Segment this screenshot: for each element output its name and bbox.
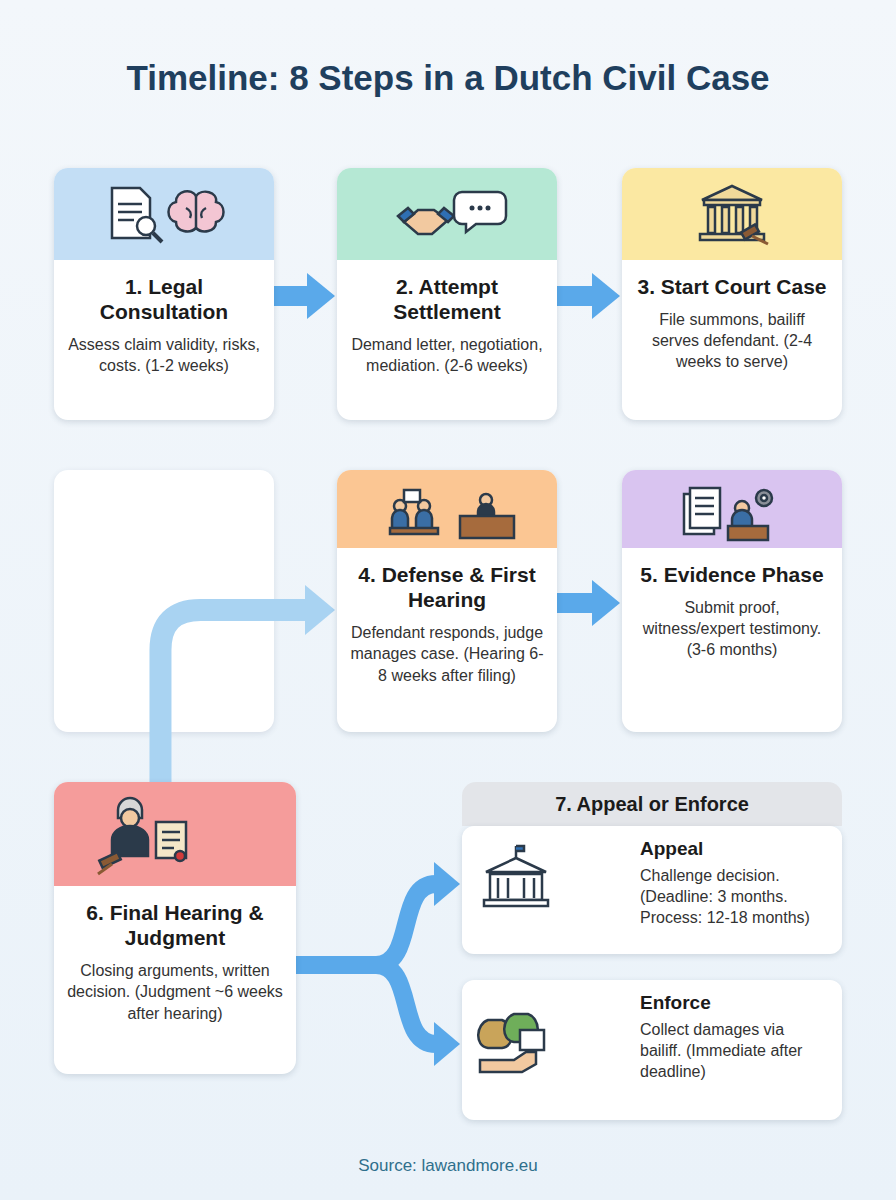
step-card: 1. Legal ConsultationAssess claim validi… bbox=[54, 168, 274, 420]
flow-arrow bbox=[274, 273, 335, 319]
card-header bbox=[622, 470, 842, 548]
arrow-head bbox=[307, 273, 335, 319]
arrow-head bbox=[434, 862, 460, 906]
document-icon bbox=[112, 188, 162, 242]
option-title: Enforce bbox=[640, 992, 830, 1015]
arrow-line bbox=[160, 610, 307, 782]
gavel-icon bbox=[741, 225, 768, 244]
step-description: Defendant responds, judge manages case. … bbox=[349, 622, 545, 685]
diagram-title: Timeline: 8 Steps in a Dutch Civil Case bbox=[0, 58, 896, 98]
card-header bbox=[337, 168, 557, 260]
group-title: 7. Appeal or Enforce bbox=[555, 793, 749, 816]
step-card: 6. Final Hearing & JudgmentClosing argum… bbox=[54, 782, 296, 1074]
option-box: AppealChallenge decision. (Deadline: 3 m… bbox=[462, 826, 842, 954]
flow-arrow bbox=[160, 585, 335, 782]
flow-arrow bbox=[557, 580, 620, 626]
card-body: 5. Evidence PhaseSubmit proof, witness/e… bbox=[622, 548, 842, 732]
arrow-line bbox=[296, 884, 436, 965]
card-body: 3. Start Court CaseFile summons, bailiff… bbox=[622, 260, 842, 420]
step-title: 4. Defense & First Hearing bbox=[349, 562, 545, 612]
speech-bubble-icon bbox=[454, 192, 506, 232]
option-title: Appeal bbox=[640, 838, 830, 861]
step-title: 1. Legal Consultation bbox=[66, 274, 262, 324]
card-header bbox=[622, 168, 842, 260]
appeal-building-icon bbox=[484, 846, 548, 906]
step-title: 6. Final Hearing & Judgment bbox=[66, 900, 284, 950]
step-title: 2. Attempt Settlement bbox=[349, 274, 545, 324]
step-description: Assess claim validity, risks, costs. (1-… bbox=[66, 334, 262, 376]
scroll-icon bbox=[156, 822, 186, 861]
step-title: 3. Start Court Case bbox=[634, 274, 830, 299]
arrow-line bbox=[296, 965, 436, 1044]
meeting-icon bbox=[390, 490, 514, 538]
judge-icon bbox=[98, 798, 148, 874]
arrow-head bbox=[592, 580, 620, 626]
flow-arrow bbox=[296, 862, 460, 965]
option-box: EnforceCollect damages via bailiff. (Imm… bbox=[462, 980, 842, 1120]
handshake-icon bbox=[398, 208, 454, 234]
arrow-line bbox=[557, 593, 594, 613]
card-body: 6. Final Hearing & JudgmentClosing argum… bbox=[54, 886, 296, 1074]
flow-arrow bbox=[296, 965, 460, 1066]
step-description: Demand letter, negotiation, mediation. (… bbox=[349, 334, 545, 376]
brain-icon bbox=[169, 191, 224, 231]
group-header: 7. Appeal or Enforce bbox=[462, 782, 842, 826]
arrow-head bbox=[592, 273, 620, 319]
card-body: 1. Legal ConsultationAssess claim validi… bbox=[54, 260, 274, 420]
source-note: Source: lawandmore.eu bbox=[0, 1156, 896, 1176]
arrow-head bbox=[434, 1022, 460, 1066]
step-description: Closing arguments, written decision. (Ju… bbox=[66, 960, 284, 1023]
step-card: 4. Defense & First HearingDefendant resp… bbox=[337, 470, 557, 732]
arrow-line bbox=[557, 286, 594, 306]
card-body: 2. Attempt SettlementDemand letter, nego… bbox=[337, 260, 557, 420]
documents-icon bbox=[684, 488, 720, 534]
card-body: 4. Defense & First HearingDefendant resp… bbox=[337, 548, 557, 732]
option-description: Challenge decision. (Deadline: 3 months.… bbox=[640, 865, 830, 928]
option-description: Collect damages via bailiff. (Immediate … bbox=[640, 1019, 830, 1082]
courthouse-icon bbox=[700, 186, 764, 240]
group-box: 7. Appeal or EnforceAppealChallenge deci… bbox=[462, 782, 842, 1120]
card-header bbox=[54, 168, 274, 260]
step-title: 5. Evidence Phase bbox=[634, 562, 830, 587]
arrow-line bbox=[274, 286, 309, 306]
step-card: 5. Evidence PhaseSubmit proof, witness/e… bbox=[622, 470, 842, 732]
money-bags-icon bbox=[478, 1014, 544, 1072]
step-description: Submit proof, witness/expert testimony. … bbox=[634, 597, 830, 660]
step-card: 2. Attempt SettlementDemand letter, nego… bbox=[337, 168, 557, 420]
witness-icon bbox=[728, 490, 772, 540]
card-header bbox=[337, 470, 557, 548]
step-card: 3. Start Court CaseFile summons, bailiff… bbox=[622, 168, 842, 420]
flow-arrow bbox=[557, 273, 620, 319]
step-description: File summons, bailiff serves defendant. … bbox=[634, 309, 830, 372]
card-header bbox=[54, 782, 296, 886]
arrow-head bbox=[305, 585, 335, 635]
